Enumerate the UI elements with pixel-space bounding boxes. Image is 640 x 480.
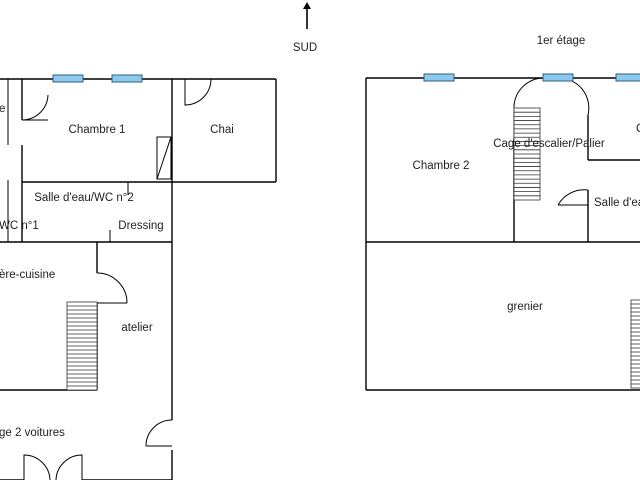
- ground-floor-doors: [21, 78, 212, 480]
- orientation-marker: SUD: [293, 2, 317, 54]
- room-label-atelier: atelier: [121, 322, 152, 334]
- ground-floor-small-stair: [156, 136, 172, 180]
- ground-floor-plan: e Chambre 1 Chai Salle d'eau/WC n°2 WC n…: [0, 74, 277, 480]
- first-floor-plan: 1er étage: [365, 35, 640, 391]
- room-label-entree: e: [0, 103, 5, 115]
- room-label-cage-escalier: Cage d'escalier/Palier: [493, 138, 605, 150]
- window: [52, 74, 84, 83]
- room-label-chambre-1: Chambre 1: [69, 124, 126, 136]
- room-label-chai: Chai: [210, 124, 234, 136]
- orientation-label: SUD: [293, 42, 317, 54]
- first-floor-windows: [423, 73, 640, 82]
- room-label-dressing: Dressing: [118, 220, 163, 232]
- room-label-grenier: grenier: [507, 301, 543, 313]
- room-label-cuisine: ère-cuisine: [0, 269, 55, 281]
- first-floor-staircase-right: [630, 299, 640, 389]
- room-label-chambre-3: C: [636, 123, 640, 135]
- room-label-chambre-2: Chambre 2: [413, 160, 470, 172]
- floor-title: 1er étage: [537, 35, 586, 47]
- room-label-garage: ge 2 voitures: [0, 427, 65, 439]
- first-floor-walls: [365, 77, 640, 391]
- north-arrow-icon: [303, 2, 311, 29]
- window: [615, 73, 640, 82]
- room-label-salle-eau-first: Salle d'eau/W: [594, 197, 640, 209]
- window: [423, 73, 455, 82]
- ground-floor-staircase: [66, 301, 98, 391]
- room-label-wc-1: WC n°1: [0, 220, 39, 232]
- room-label-salle-eau-2: Salle d'eau/WC n°2: [34, 192, 134, 204]
- window: [542, 73, 574, 82]
- ground-floor-windows: [52, 74, 143, 83]
- window: [111, 74, 143, 83]
- first-floor-staircase: [513, 107, 541, 201]
